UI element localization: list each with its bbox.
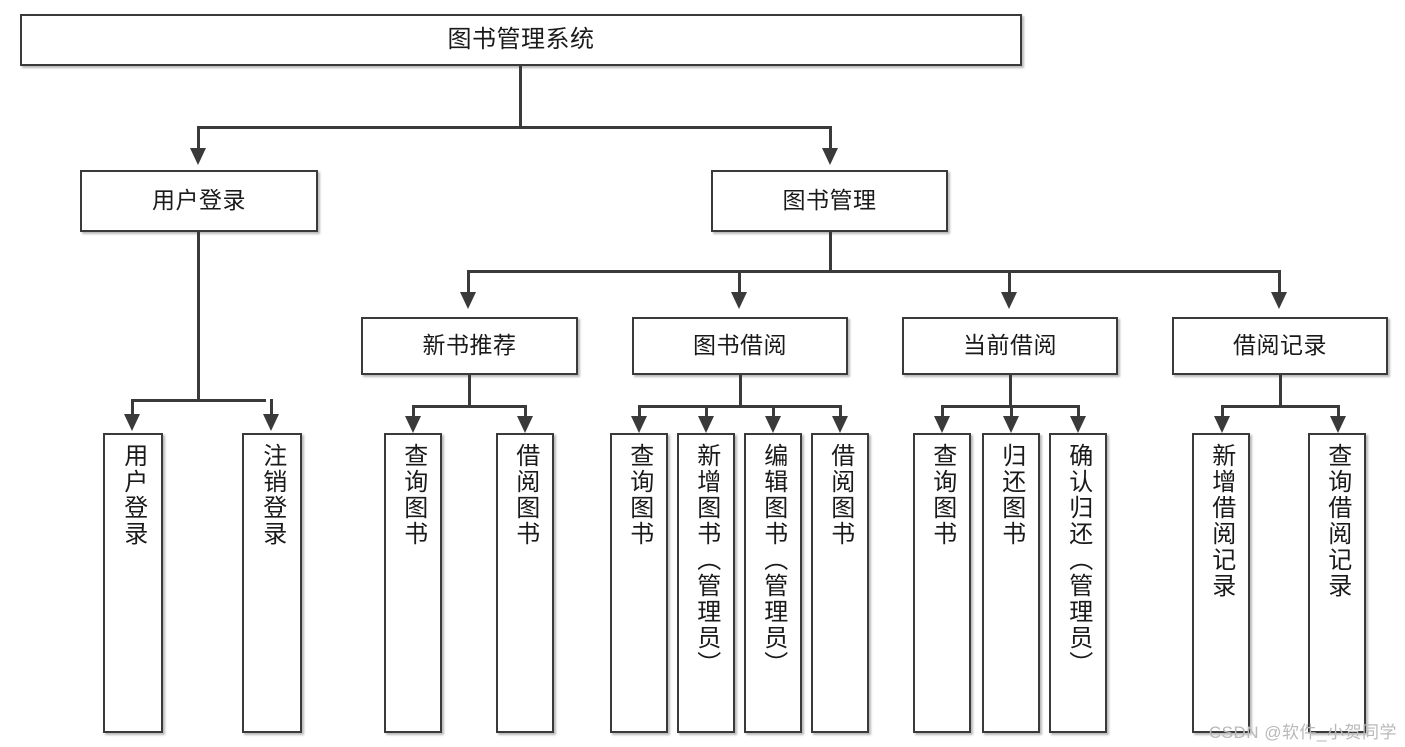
- connector-cb-to-leaf-2: [1010, 405, 1013, 421]
- connector-root-stem: [519, 66, 522, 128]
- node-label: 注销登录: [258, 443, 286, 547]
- node-label: 图书管理: [782, 187, 877, 214]
- arrowhead-cb-leaf-1: [934, 416, 950, 433]
- node-label: 新书推荐: [422, 332, 517, 359]
- node-book-management[interactable]: 图书管理: [711, 170, 948, 232]
- connector-user-login-to-leaf-1: [131, 399, 134, 417]
- node-label: 借阅图书: [826, 443, 854, 547]
- connector-book-borrow-bus: [638, 405, 841, 408]
- node-label: 查询图书: [928, 443, 956, 547]
- leaf-query-borrow-record[interactable]: 查询借阅记录: [1308, 433, 1366, 733]
- connector-bm-to-book-borrow: [738, 270, 741, 295]
- leaf-logout[interactable]: 注销登录: [242, 433, 302, 733]
- arrowhead-nb-leaf-1: [405, 416, 421, 433]
- node-user-login[interactable]: 用户登录: [80, 170, 318, 232]
- arrowhead-leaf-user-login: [124, 414, 140, 431]
- connector-br-to-leaf-1: [1221, 405, 1224, 421]
- connector-bm-to-new-book: [467, 270, 470, 295]
- node-root-book-management-system[interactable]: 图书管理系统: [20, 14, 1022, 66]
- node-label: 当前借阅: [963, 332, 1057, 359]
- node-label: 新增借阅记录: [1207, 443, 1235, 599]
- arrowhead-bb-leaf-1: [631, 416, 647, 433]
- node-label: 图书管理系统: [447, 25, 595, 53]
- leaf-query-book-borrow[interactable]: 查询图书: [610, 433, 668, 733]
- node-book-borrow[interactable]: 图书借阅: [632, 317, 848, 375]
- arrowhead-borrow-record: [1271, 292, 1287, 309]
- connector-new-book-stem: [468, 375, 471, 407]
- connector-book-borrow-stem: [739, 375, 742, 407]
- node-label: 借阅记录: [1233, 332, 1327, 359]
- connector-borrow-record-stem: [1279, 375, 1282, 407]
- node-label: 查询图书: [399, 443, 427, 547]
- node-label: 借阅图书: [511, 443, 539, 547]
- node-label: 用户登录: [119, 443, 147, 547]
- arrowhead-cb-leaf-3: [1070, 416, 1086, 433]
- connector-br-to-leaf-2: [1337, 405, 1340, 421]
- node-new-book-recommend[interactable]: 新书推荐: [361, 317, 578, 375]
- arrowhead-current-borrow: [1001, 292, 1017, 309]
- leaf-edit-book-admin[interactable]: 编辑图书（管理员）: [744, 433, 802, 733]
- leaf-query-book-new[interactable]: 查询图书: [384, 433, 442, 733]
- arrowhead-bb-leaf-2: [698, 416, 714, 433]
- arrowhead-br-leaf-2: [1330, 416, 1346, 433]
- node-label: 查询图书: [625, 443, 653, 547]
- connector-bb-to-leaf-3: [772, 405, 775, 421]
- arrowhead-nb-leaf-2: [517, 416, 533, 433]
- connector-bb-to-leaf-4: [839, 405, 842, 421]
- leaf-return-book[interactable]: 归还图书: [982, 433, 1040, 733]
- leaf-confirm-return-admin[interactable]: 确认归还（管理员）: [1049, 433, 1107, 733]
- connector-bm-to-current-borrow: [1008, 270, 1011, 295]
- connector-root-to-user-login: [197, 126, 200, 151]
- connector-current-borrow-stem: [1009, 375, 1012, 407]
- leaf-query-book-current[interactable]: 查询图书: [913, 433, 971, 733]
- node-borrow-record[interactable]: 借阅记录: [1172, 317, 1388, 375]
- connector-new-book-bus: [412, 405, 526, 408]
- connector-user-login-stem: [197, 232, 200, 401]
- connector-user-login-to-leaf-2: [270, 399, 273, 417]
- arrowhead-user-login: [190, 148, 206, 165]
- node-label: 归还图书: [997, 443, 1025, 547]
- connector-bb-to-leaf-2: [705, 405, 708, 421]
- leaf-borrow-book-new[interactable]: 借阅图书: [496, 433, 554, 733]
- node-label: 图书借阅: [693, 332, 787, 359]
- node-current-borrow[interactable]: 当前借阅: [902, 317, 1118, 375]
- connector-book-management-stem: [829, 232, 832, 272]
- leaf-add-borrow-record[interactable]: 新增借阅记录: [1192, 433, 1250, 733]
- node-label: 新增图书（管理员）: [692, 443, 720, 677]
- node-label: 查询借阅记录: [1323, 443, 1351, 599]
- connector-book-management-bus: [467, 270, 1280, 273]
- connector-new-book-to-leaf-2: [524, 405, 527, 421]
- node-label: 编辑图书（管理员）: [759, 443, 787, 677]
- leaf-borrow-book[interactable]: 借阅图书: [811, 433, 869, 733]
- leaf-add-book-admin[interactable]: 新增图书（管理员）: [677, 433, 735, 733]
- arrowhead-book-borrow: [731, 292, 747, 309]
- arrowhead-bb-leaf-3: [765, 416, 781, 433]
- connector-bm-to-borrow-record: [1278, 270, 1281, 295]
- connector-root-to-book-management: [829, 126, 832, 151]
- connector-new-book-to-leaf-1: [412, 405, 415, 421]
- connector-bb-to-leaf-1: [638, 405, 641, 421]
- connector-user-login-bus: [131, 399, 266, 402]
- arrowhead-book-management: [822, 148, 838, 165]
- arrowhead-bb-leaf-4: [832, 416, 848, 433]
- connector-borrow-record-bus: [1221, 405, 1339, 408]
- connector-cb-to-leaf-3: [1077, 405, 1080, 421]
- connector-root-bus: [197, 126, 832, 129]
- arrowhead-leaf-logout: [263, 414, 279, 431]
- arrowhead-cb-leaf-2: [1003, 416, 1019, 433]
- arrowhead-br-leaf-1: [1214, 416, 1230, 433]
- node-label: 用户登录: [152, 187, 246, 214]
- leaf-user-login[interactable]: 用户登录: [103, 433, 163, 733]
- arrowhead-new-book: [460, 292, 476, 309]
- node-label: 确认归还（管理员）: [1064, 443, 1092, 677]
- connector-cb-to-leaf-1: [941, 405, 944, 421]
